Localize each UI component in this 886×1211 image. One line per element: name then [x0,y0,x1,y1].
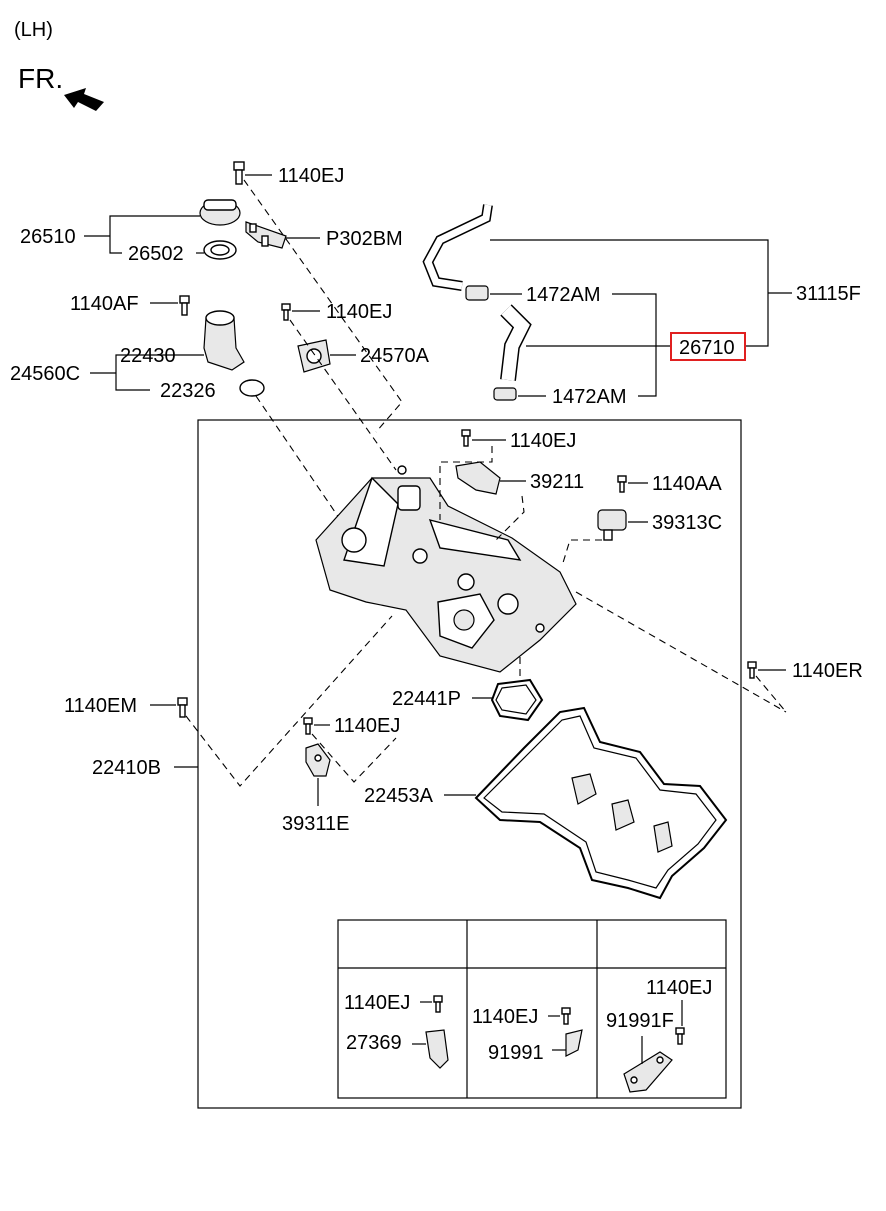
bolt-1140af-icon [179,295,190,316]
front-indicator: FR. [18,63,63,94]
bracket-91991-icon [565,1029,583,1057]
label-22410b: 22410B [92,757,161,779]
gasket-22441p-icon [490,678,544,722]
label-24560c: 24560C [10,363,80,385]
cap-24570a-icon [297,339,331,373]
bolt-1140er-icon [747,661,757,679]
table-c2-bolt-label: 1140EJ [472,1006,538,1028]
label-22430: 22430 [120,345,176,367]
label-1140ej-c: 1140EJ [510,430,576,452]
label-1472am-upper: 1472AM [526,284,601,306]
label-24570a: 24570A [360,345,430,367]
table-c2-bolt-icon [561,1007,571,1025]
bolt-1140aa-icon [617,475,627,493]
oil-filler-cap-icon [199,199,241,226]
table-c1-bolt-icon [433,995,443,1013]
label-p302bm: P302BM [326,228,403,250]
cylinder-head-cover-icon [315,465,577,673]
variant-table [337,919,727,1099]
label-26710: 26710 [679,337,735,359]
label-1140ej-b: 1140EJ [326,301,392,323]
bracket-39211-icon [455,461,501,495]
table-c1-part-label: 27369 [346,1032,402,1054]
label-1140aa: 1140AA [652,473,722,495]
label-39211: 39211 [530,471,584,493]
sensor-39313c-icon [597,509,627,541]
table-c2-part-label: 91991 [488,1042,544,1064]
table-c3-bolt-label: 1140EJ [646,977,712,999]
label-39311e: 39311E [282,813,349,835]
bracket-91991f-icon [623,1051,673,1093]
label-1140ej-d: 1140EJ [334,715,400,737]
label-22453a: 22453A [364,785,434,807]
assembly-frame [197,419,742,1109]
bolt-1140ej-top-icon [233,161,245,185]
oil-filler-tube-icon [203,310,245,371]
label-1472am-lower: 1472AM [552,386,627,408]
bolt-1140ej-d-icon [303,717,313,735]
label-1140er: 1140ER [792,660,863,682]
bracket-p302bm-icon [245,221,287,249]
label-26502: 26502 [128,243,184,265]
side-indicator: (LH) [14,19,53,41]
label-1140af: 1140AF [70,293,139,315]
cap-gasket-icon [203,240,237,260]
label-1140ej-top: 1140EJ [278,165,344,187]
label-26510: 26510 [20,226,76,248]
label-1140em: 1140EM [64,695,137,717]
bolt-1140ej-c-icon [461,429,471,447]
sensor-39311e-icon [305,743,331,777]
label-31115f: 31115F [796,283,861,305]
table-c3-part-label: 91991F [606,1010,674,1032]
label-22441p: 22441P [392,688,461,710]
cover-gasket-22453a-icon [474,706,728,900]
label-39313c: 39313C [652,512,722,534]
bracket-27369-icon [425,1029,449,1069]
o-ring-22326-icon [239,379,265,397]
bolt-1140ej-b-icon [281,303,291,321]
highlight-box-26710 [670,332,746,361]
bolt-1140em-icon [177,697,188,718]
table-c3-bolt-icon [675,1027,685,1045]
hose-clamp-upper-icon [465,285,489,301]
hose-clamp-lower-icon [493,387,517,401]
front-arrow-icon [64,88,104,111]
table-c1-bolt-label: 1140EJ [344,992,410,1014]
label-22326: 22326 [160,380,216,402]
